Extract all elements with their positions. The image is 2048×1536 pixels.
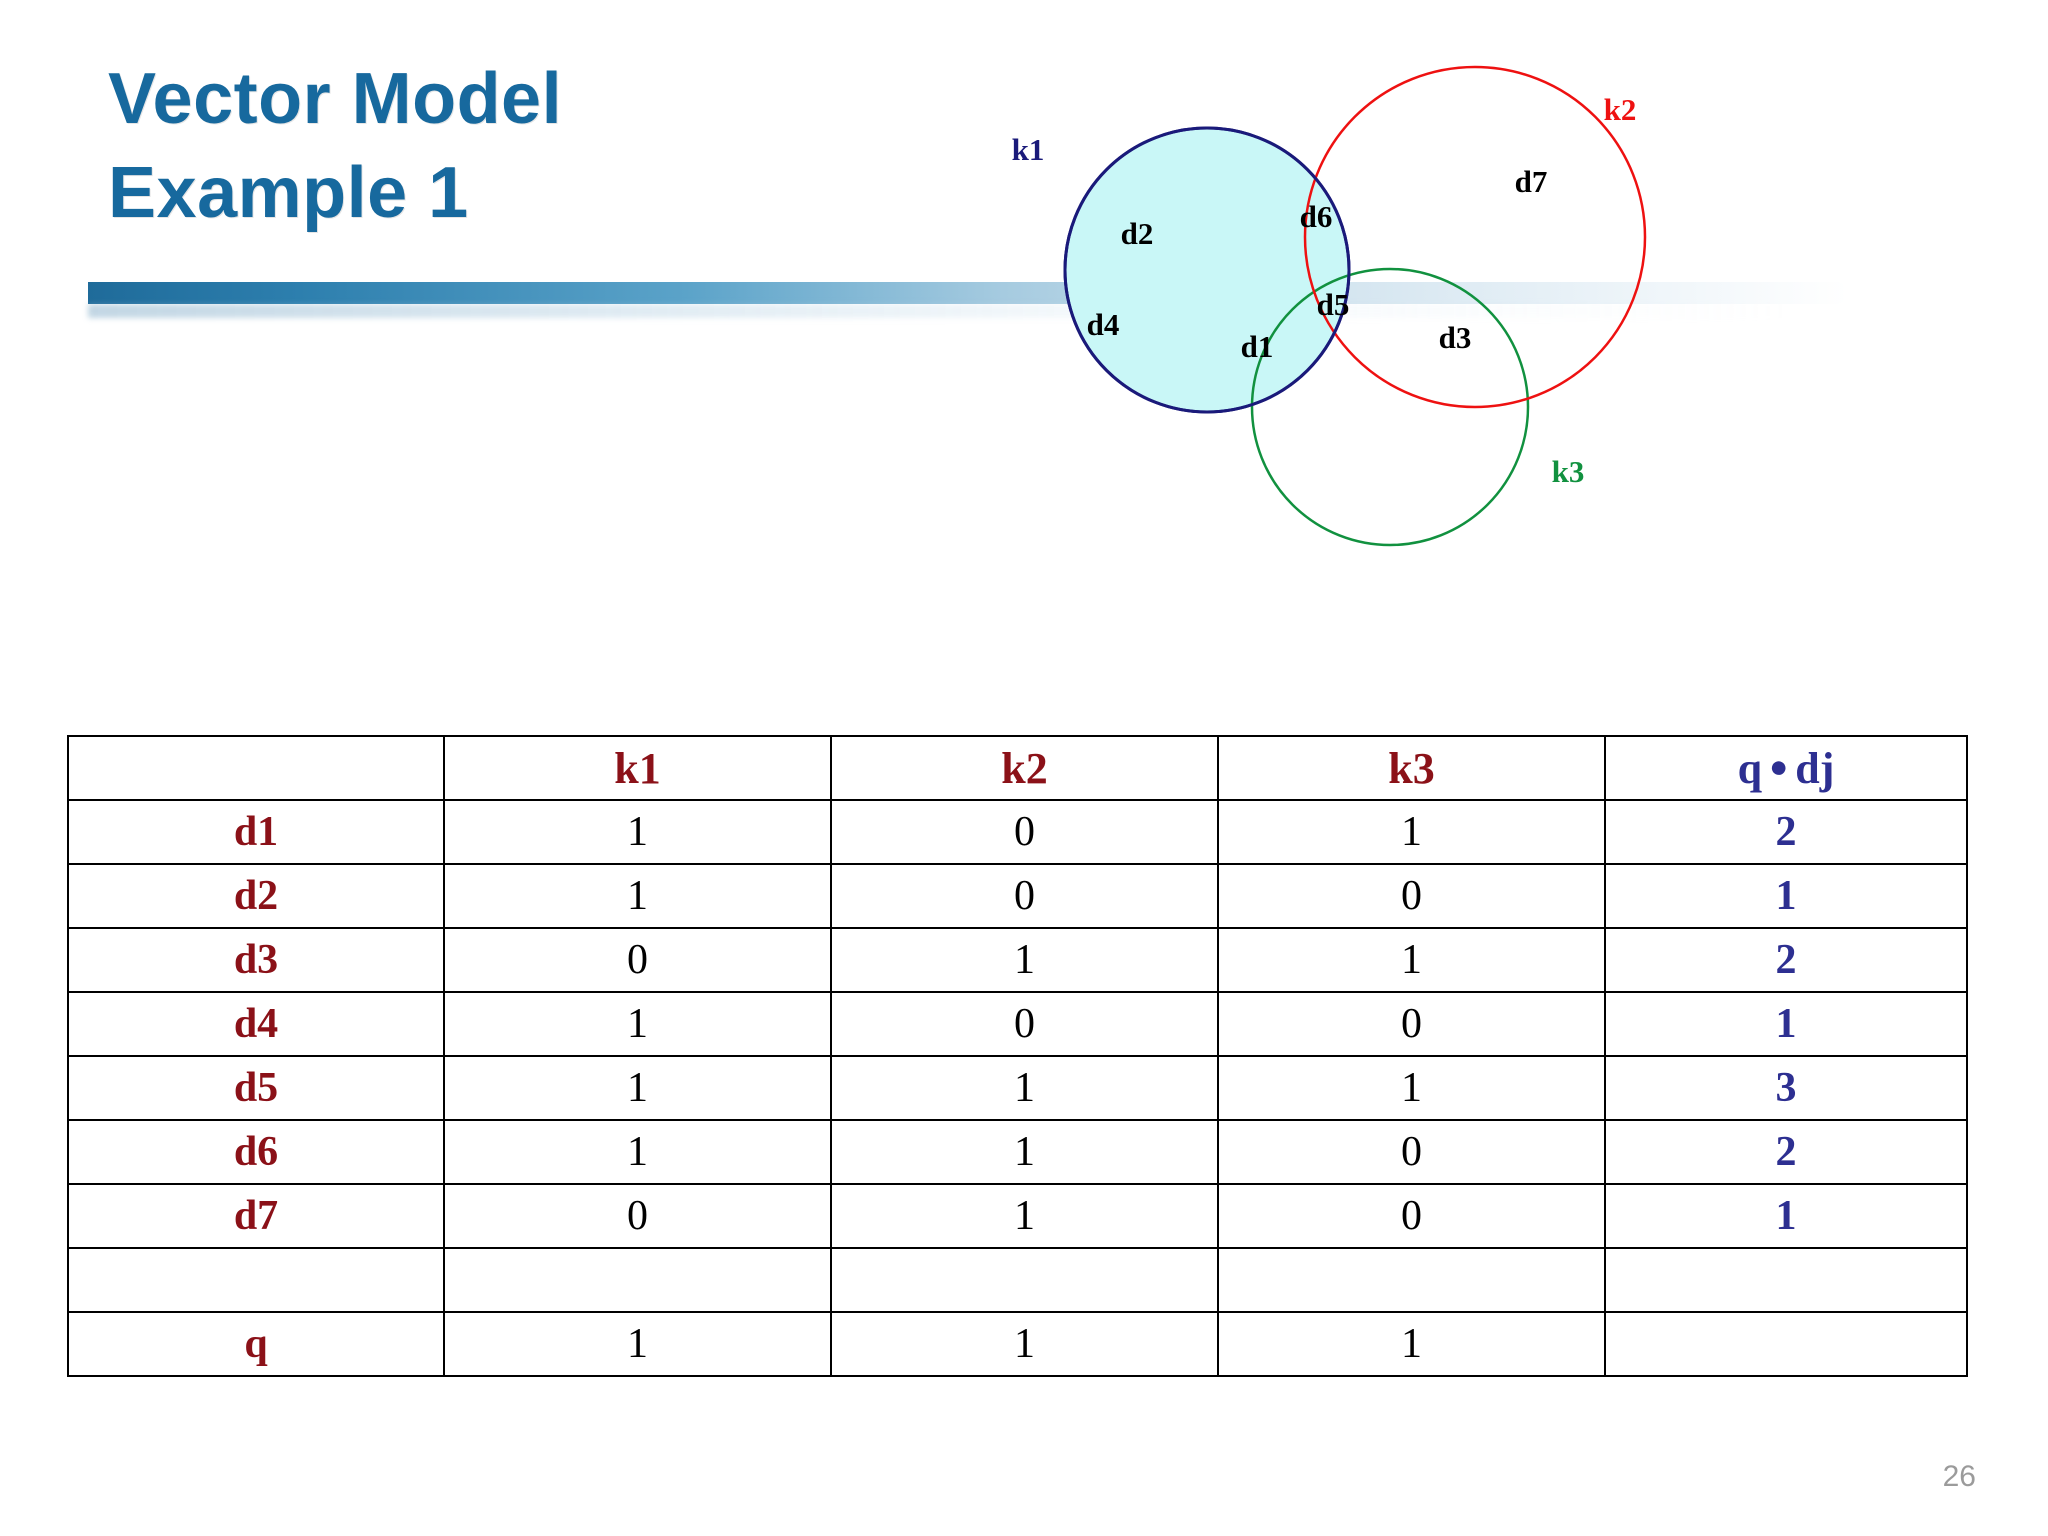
cell-weight-k3: 0 bbox=[1217, 863, 1606, 929]
table-row bbox=[67, 1247, 1968, 1313]
table-header-row: k1 k2 k3 q●dj bbox=[67, 735, 1968, 801]
cell-document-label: d5 bbox=[67, 1055, 445, 1121]
cell-weight-k1: 1 bbox=[443, 799, 832, 865]
venn-label-k1: k1 bbox=[1011, 132, 1045, 167]
venn-doc-d7: d7 bbox=[1514, 164, 1548, 199]
cell-score bbox=[1604, 1247, 1968, 1313]
cell-weight-k2: 1 bbox=[830, 927, 1219, 993]
cell-weight-k2 bbox=[830, 1247, 1219, 1313]
cell-weight-k3: 1 bbox=[1217, 927, 1606, 993]
cell-weight-k2: 0 bbox=[830, 991, 1219, 1057]
cell-weight-k1: 0 bbox=[443, 927, 832, 993]
header-k2: k2 bbox=[830, 735, 1219, 801]
header-score-post: dj bbox=[1795, 743, 1835, 793]
cell-weight-k3: 1 bbox=[1217, 1055, 1606, 1121]
title-underline-bar bbox=[88, 282, 1848, 304]
cell-weight-k2: 0 bbox=[830, 799, 1219, 865]
cell-weight-k2: 1 bbox=[830, 1311, 1219, 1377]
page-number: 26 bbox=[1942, 1460, 1976, 1493]
venn-circle-k2 bbox=[1303, 65, 1647, 409]
cell-document-label: q bbox=[67, 1311, 445, 1377]
cell-score: 1 bbox=[1604, 1183, 1968, 1249]
page-title: Vector Model Example 1 bbox=[108, 52, 1008, 240]
venn-circle-k3 bbox=[1250, 267, 1530, 547]
cell-weight-k1: 1 bbox=[443, 863, 832, 929]
cell-weight-k1: 0 bbox=[443, 1183, 832, 1249]
venn-k1-k3-fill bbox=[1063, 126, 1351, 414]
cell-weight-k2: 0 bbox=[830, 863, 1219, 929]
cell-document-label: d3 bbox=[67, 927, 445, 993]
cell-weight-k2: 1 bbox=[830, 1055, 1219, 1121]
header-corner-cell bbox=[67, 735, 445, 801]
header-score: q●dj bbox=[1604, 735, 1968, 801]
header-score-pre: q bbox=[1737, 743, 1763, 793]
cell-document-label: d7 bbox=[67, 1183, 445, 1249]
page-title-line-2: Example 1 bbox=[108, 153, 469, 233]
venn-label-k3: k3 bbox=[1551, 454, 1585, 489]
cell-weight-k2: 1 bbox=[830, 1119, 1219, 1185]
dot-product-icon: ● bbox=[1769, 749, 1789, 785]
cell-score: 1 bbox=[1604, 863, 1968, 929]
cell-weight-k1: 1 bbox=[443, 1311, 832, 1377]
title-underline-shadow bbox=[88, 304, 1788, 318]
cell-weight-k1: 1 bbox=[443, 1119, 832, 1185]
venn-doc-d2: d2 bbox=[1120, 216, 1154, 251]
cell-score: 3 bbox=[1604, 1055, 1968, 1121]
cell-score: 2 bbox=[1604, 927, 1968, 993]
venn-svg bbox=[1063, 65, 1647, 547]
cell-score: 2 bbox=[1604, 799, 1968, 865]
cell-document-label: d4 bbox=[67, 991, 445, 1057]
venn-diagram: k1 k2 k3 d2 d4 d6 d7 d5 d1 d3 bbox=[1000, 62, 1720, 632]
cell-weight-k3: 0 bbox=[1217, 991, 1606, 1057]
venn-label-k2: k2 bbox=[1603, 92, 1637, 127]
page-title-line-1: Vector Model bbox=[108, 59, 563, 139]
cell-weight-k1 bbox=[443, 1247, 832, 1313]
cell-weight-k3 bbox=[1217, 1247, 1606, 1313]
cell-document-label: d6 bbox=[67, 1119, 445, 1185]
cell-weight-k3: 0 bbox=[1217, 1119, 1606, 1185]
cell-weight-k3: 1 bbox=[1217, 1311, 1606, 1377]
cell-weight-k1: 1 bbox=[443, 1055, 832, 1121]
cell-score: 2 bbox=[1604, 1119, 1968, 1185]
cell-weight-k3: 1 bbox=[1217, 799, 1606, 865]
cell-document-label: d1 bbox=[67, 799, 445, 865]
venn-doc-d6: d6 bbox=[1299, 199, 1333, 234]
cell-score bbox=[1604, 1311, 1968, 1377]
venn-doc-d3: d3 bbox=[1438, 320, 1472, 355]
venn-doc-d5: d5 bbox=[1316, 287, 1350, 322]
cell-weight-k2: 1 bbox=[830, 1183, 1219, 1249]
cell-weight-k1: 1 bbox=[443, 991, 832, 1057]
header-k1: k1 bbox=[443, 735, 832, 801]
cell-document-label: d2 bbox=[67, 863, 445, 929]
cell-score: 1 bbox=[1604, 991, 1968, 1057]
header-k3: k3 bbox=[1217, 735, 1606, 801]
cell-document-label bbox=[67, 1247, 445, 1313]
venn-doc-d4: d4 bbox=[1086, 307, 1120, 342]
venn-doc-d1: d1 bbox=[1240, 329, 1274, 364]
cell-weight-k3: 0 bbox=[1217, 1183, 1606, 1249]
